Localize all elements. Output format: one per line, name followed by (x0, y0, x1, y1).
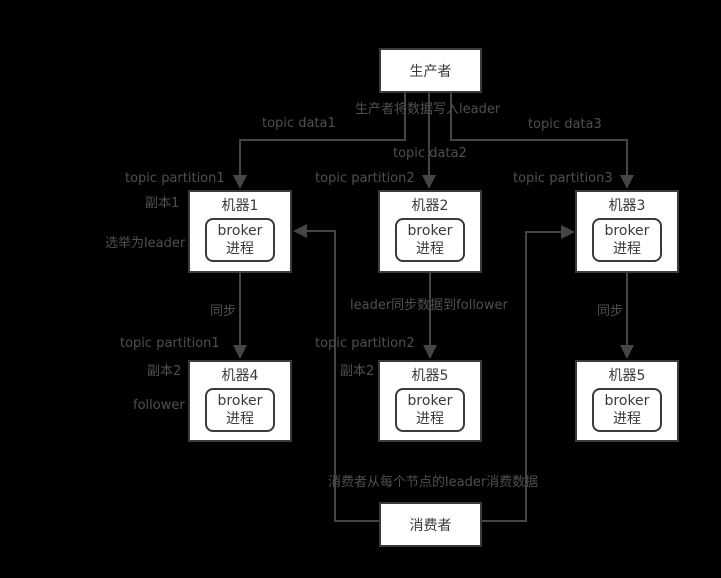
arrowhead-machine5r-top (620, 345, 634, 359)
broker-label-line1: broker (217, 223, 263, 239)
broker-label-line1: broker (604, 223, 650, 239)
label-producer-write: 生产者将数据写入leader (355, 102, 501, 117)
label-topic-partition2-bottom: topic partition2 (315, 336, 415, 351)
label-sync-left: 同步 (210, 304, 237, 319)
label-replica1: 副本1 (145, 196, 180, 211)
arrowhead-machine1-top (233, 175, 247, 189)
label-topic-partition1-top: topic partition1 (125, 171, 225, 186)
machine5r-node: 机器5 broker 进程 (575, 360, 679, 442)
producer-node: 生产者 (379, 48, 482, 93)
arrowhead-machine3-left (561, 225, 575, 239)
label-leader-sync: leader同步数据到follower (350, 298, 508, 313)
machine5-title: 机器5 (411, 368, 449, 384)
machine3-node: 机器3 broker 进程 (575, 190, 679, 273)
machine3-broker-box: broker 进程 (592, 218, 662, 262)
edge-producer-machine3 (450, 93, 628, 176)
machine3-title: 机器3 (608, 198, 646, 214)
edge-producer-machine1 (239, 93, 406, 176)
label-sync-right: 同步 (597, 304, 624, 319)
label-topic-data3: topic data3 (528, 117, 602, 132)
label-topic-partition2-top: topic partition2 (315, 171, 415, 186)
label-topic-partition3-top: topic partition3 (513, 171, 613, 186)
broker-label-line1: broker (604, 393, 650, 409)
label-topic-data1: topic data1 (262, 116, 336, 131)
broker-label-line2: 进程 (613, 411, 641, 427)
broker-label-line2: 进程 (613, 241, 641, 257)
arrowhead-machine2-top (422, 175, 436, 189)
label-replica2-mid: 副本2 (340, 364, 375, 379)
machine2-broker-box: broker 进程 (395, 218, 465, 262)
machine4-title: 机器4 (221, 368, 259, 384)
machine4-node: 机器4 broker 进程 (188, 360, 292, 442)
label-topic-partition1-bottom: topic partition1 (120, 336, 220, 351)
label-replica2-left: 副本2 (147, 364, 182, 379)
edge-consumer-machine3 (481, 231, 561, 522)
machine5r-title: 机器5 (608, 368, 646, 384)
broker-label-line1: broker (407, 223, 453, 239)
label-consumer-read: 消费者从每个节点的leader消费数据 (328, 475, 539, 490)
label-topic-data2: topic data2 (393, 146, 467, 161)
producer-label: 生产者 (409, 63, 452, 80)
machine1-title: 机器1 (221, 198, 259, 214)
broker-label-line1: broker (217, 393, 263, 409)
arrowhead-machine4-top (233, 345, 247, 359)
broker-label-line1: broker (407, 393, 453, 409)
broker-label-line2: 进程 (226, 241, 254, 257)
machine2-node: 机器2 broker 进程 (378, 190, 482, 273)
edge-consumer-machine1 (307, 230, 380, 522)
machine1-broker-box: broker 进程 (205, 218, 275, 262)
machine5-broker-box: broker 进程 (395, 388, 465, 432)
machine1-node: 机器1 broker 进程 (188, 190, 292, 273)
arrowhead-machine3-top (620, 175, 634, 189)
machine5r-broker-box: broker 进程 (592, 388, 662, 432)
consumer-node: 消费者 (379, 502, 482, 547)
broker-label-line2: 进程 (416, 411, 444, 427)
arrowhead-machine5-top (423, 345, 437, 359)
broker-label-line2: 进程 (226, 411, 254, 427)
machine5-node: 机器5 broker 进程 (378, 360, 482, 442)
label-elected-leader: 选举为leader (105, 236, 186, 251)
broker-label-line2: 进程 (416, 241, 444, 257)
machine2-title: 机器2 (411, 198, 449, 214)
machine4-broker-box: broker 进程 (205, 388, 275, 432)
label-follower: follower (133, 398, 185, 413)
arrowhead-machine1-right (293, 224, 307, 238)
consumer-label: 消费者 (409, 517, 452, 534)
